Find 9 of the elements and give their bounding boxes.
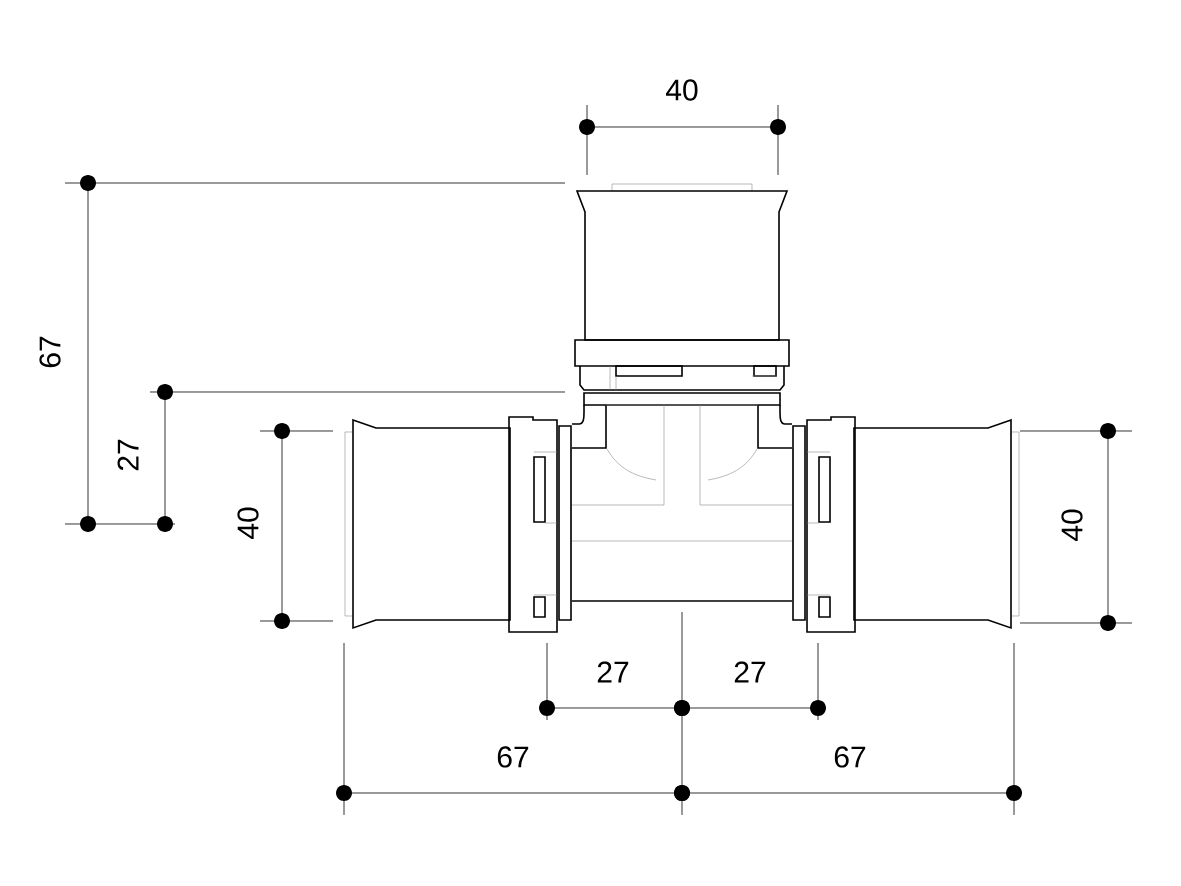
dimension-label: 40 xyxy=(237,507,259,539)
dimension-label: 40 xyxy=(666,79,698,101)
dimension-label: 67 xyxy=(497,746,529,768)
dimension-label: 40 xyxy=(1061,509,1083,541)
dimension-label: 67 xyxy=(39,336,61,368)
dimension-label: 27 xyxy=(734,661,766,683)
dimension-label: 67 xyxy=(834,746,866,768)
dimension-label: 27 xyxy=(117,439,139,471)
dimension-label: 27 xyxy=(597,661,629,683)
